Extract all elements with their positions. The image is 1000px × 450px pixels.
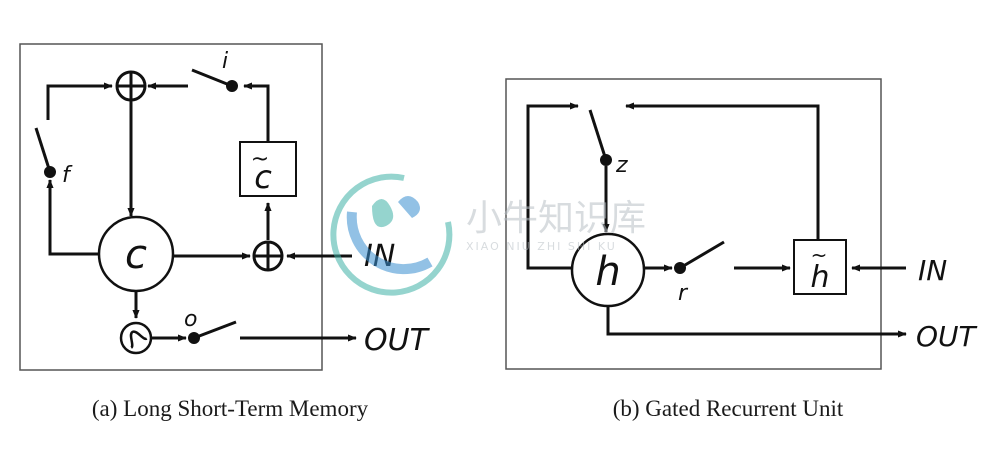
lstm-frame [19,43,323,371]
watermark-logo-icon [330,173,453,296]
watermark-pinyin: XIAO NIU ZHI SHI KU [466,240,617,253]
update-gate-label: z [615,153,628,178]
hidden-label: h [595,249,620,295]
squash-node [119,321,153,355]
gru-output-label: OUT [916,320,978,353]
input-gate-switch [191,68,233,88]
gru-candidate-label: h [810,260,829,295]
lstm-panel: f i c ~ c IN [19,43,431,421]
output-gate-label: o [184,307,197,332]
watermark: 小牛知识库 XIAO NIU ZHI SHI KU [330,173,646,296]
forget-gate-switch [34,127,52,173]
lstm-caption: (a) Long Short-Term Memory [92,396,369,421]
candidate-to-input-line [243,82,270,142]
reset-gate-label: r [678,281,689,306]
bottom-sum-node [252,240,284,272]
candidate-box [239,141,297,197]
gru-candidate-box [793,239,847,295]
gru-output-line [606,306,907,338]
reset-gate-switch [679,240,725,270]
forget-gate-label: f [62,163,73,188]
candidate-tilde: ~ [251,147,269,172]
gru-caption: (b) Gated Recurrent Unit [613,396,844,421]
gru-frame [505,78,882,370]
update-gate-switch [588,109,608,161]
watermark-chinese: 小牛知识库 [466,198,646,239]
lstm-output-label: OUT [364,323,431,358]
candidate-label: c [254,158,272,196]
output-gate-switch [193,320,237,340]
gru-input-label: IN [918,254,947,287]
gru-panel: z h r ~ h IN OUT (b) Gated Recurrent Uni… [505,78,978,421]
gru-top-feedback [625,102,820,240]
input-gate-label: i [222,49,228,74]
forget-gate-pivot [44,166,56,178]
update-gate-pivot [600,154,612,166]
forget-top-line [46,82,113,120]
forget-loop-line [48,200,100,256]
top-sum-node [115,70,147,102]
gru-left-loop [526,102,579,270]
cell-label: c [125,232,147,278]
gru-candidate-tilde: ~ [811,243,828,267]
